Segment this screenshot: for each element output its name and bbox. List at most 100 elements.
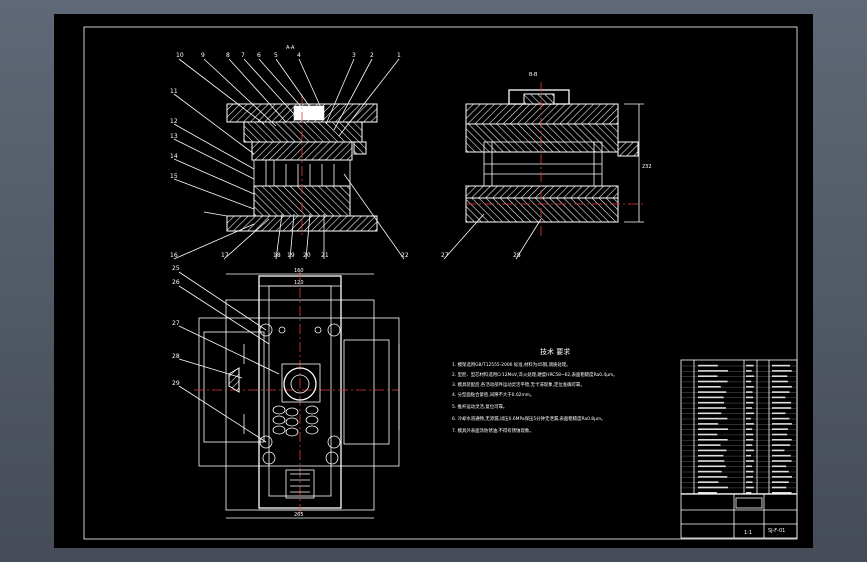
callout-number: 29: [172, 380, 180, 387]
parts-row-scribble: [698, 391, 727, 393]
parts-row-scribble: [746, 391, 753, 393]
parts-row-scribble: [772, 396, 786, 399]
technical-requirements: 技术 要求 1. 模架选用GB/T12555-2006 标准,材料为45钢,调质…: [452, 347, 618, 434]
parts-row-scribble: [746, 433, 754, 436]
parts-row-scribble: [746, 396, 754, 399]
border-frame: [83, 26, 798, 540]
callout-number: 8: [226, 52, 230, 59]
parts-row-scribble: [746, 386, 754, 388]
parts-row-scribble: [698, 465, 726, 468]
parts-row-scribble: [772, 454, 791, 457]
parts-row-scribble: [746, 428, 753, 430]
note-line: 6. 冷却水道通畅,无渗漏,试压0.6MPa保压5分钟无泄漏,表面粗糙度Ra0.…: [452, 415, 606, 422]
note-line: 3. 模具装配后,各活动部件运动灵活平稳,无卡滞现象,定位准确可靠。: [452, 381, 585, 388]
callout-number: 1: [397, 52, 401, 59]
callout-number: 28: [513, 252, 521, 259]
parts-row-scribble: [746, 423, 754, 425]
callout-number: 10: [176, 52, 184, 59]
callout-number: 22: [401, 252, 409, 259]
parts-row-scribble: [698, 417, 728, 420]
dimension-side-height: 232: [642, 164, 652, 170]
section-label-b: B-B: [529, 72, 538, 78]
drawing-sheet: 10 9 8 7 6 5 4 3 2 1 A-A 11 12 13 14 15 …: [54, 14, 813, 548]
callout-number: 6: [257, 52, 261, 59]
callout-number: 27: [441, 252, 449, 259]
parts-row-scribble: [746, 407, 752, 409]
parts-row-scribble: [746, 364, 754, 367]
parts-row-scribble: [698, 386, 721, 388]
parts-row-scribble: [772, 433, 788, 436]
callout-number: 12: [170, 118, 178, 125]
parts-row-scribble: [746, 470, 754, 473]
parts-row-scribble: [746, 380, 752, 383]
callout-number: 28: [172, 353, 180, 360]
side-section-view: [465, 82, 644, 239]
callout-number: 7: [241, 52, 245, 59]
callout-number: 15: [170, 173, 178, 180]
callout-number: 9: [201, 52, 205, 59]
dimension-plan-top: 160: [294, 268, 304, 274]
parts-row-scribble: [746, 401, 754, 404]
callout-number: 11: [170, 88, 178, 95]
callout-leaders-side: [443, 213, 542, 260]
callout-number: 2: [370, 52, 374, 59]
callout-number: 5: [274, 52, 278, 59]
parts-row-scribble: [746, 460, 754, 462]
parts-row-scribble: [772, 417, 790, 420]
parts-row-scribble: [772, 492, 792, 494]
parts-row-scribble: [772, 465, 787, 468]
plan-view: [194, 270, 400, 519]
parts-row-scribble: [772, 439, 792, 441]
parts-row-scribble: [772, 370, 792, 372]
front-section-view: [203, 94, 378, 236]
title-block: SJ-F-01 1:1: [680, 359, 798, 539]
notes-title: 技术 要求: [540, 347, 570, 356]
callout-number: 20: [303, 252, 311, 259]
parts-row-scribble: [772, 428, 789, 430]
parts-row-scribble: [772, 481, 789, 483]
parts-row-scribble: [698, 423, 719, 425]
callout-number: 21: [321, 252, 329, 259]
parts-row-scribble: [772, 375, 788, 377]
note-line: 1. 模架选用GB/T12555-2006 标准,材料为45钢,调质处理。: [452, 361, 571, 368]
callout-number: 14: [170, 153, 178, 160]
parts-row-scribble: [698, 492, 717, 494]
drawing-scale: 1:1: [744, 530, 752, 536]
parts-row-scribble: [746, 370, 752, 372]
callout-number: 27: [172, 320, 180, 327]
parts-row-scribble: [772, 391, 790, 393]
parts-row-scribble: [746, 454, 752, 457]
parts-row-scribble: [698, 396, 724, 399]
parts-row-scribble: [746, 375, 754, 377]
callout-number: 16: [170, 252, 178, 259]
callout-leaders-plan: [178, 271, 280, 443]
parts-row-scribble: [698, 370, 728, 372]
callout-number: 3: [352, 52, 356, 59]
parts-row-scribble: [698, 364, 718, 367]
callout-number: 17: [221, 252, 229, 259]
parts-row-scribble: [698, 412, 722, 415]
parts-row-scribble: [772, 423, 792, 425]
parts-row-scribble: [772, 470, 789, 473]
parts-row-scribble: [698, 454, 724, 457]
parts-row-scribble: [772, 476, 792, 478]
parts-row-scribble: [746, 486, 754, 489]
note-line: 5. 推杆运动灵活,复位可靠。: [452, 403, 507, 410]
parts-row-scribble: [746, 465, 752, 468]
parts-row-scribble: [698, 460, 725, 462]
dimension-plan-inner: 120: [294, 280, 304, 286]
parts-row-scribble: [698, 444, 721, 446]
callout-number: 4: [297, 52, 301, 59]
cad-drawing: 10 9 8 7 6 5 4 3 2 1 A-A 11 12 13 14 15 …: [83, 26, 798, 540]
callout-number: 25: [172, 265, 180, 272]
parts-row-scribble: [746, 444, 753, 446]
parts-row-scribble: [772, 364, 791, 367]
parts-row-scribble: [772, 449, 785, 452]
parts-row-scribble: [698, 401, 725, 404]
parts-row-scribble: [698, 470, 722, 473]
parts-row-scribble: [746, 439, 754, 441]
callout-number: 19: [287, 252, 295, 259]
note-line: 4. 分型面贴合紧密,间隙不大于0.02mm。: [452, 391, 534, 398]
callout-number: 13: [170, 133, 178, 140]
callout-leaders-front: [173, 58, 405, 260]
